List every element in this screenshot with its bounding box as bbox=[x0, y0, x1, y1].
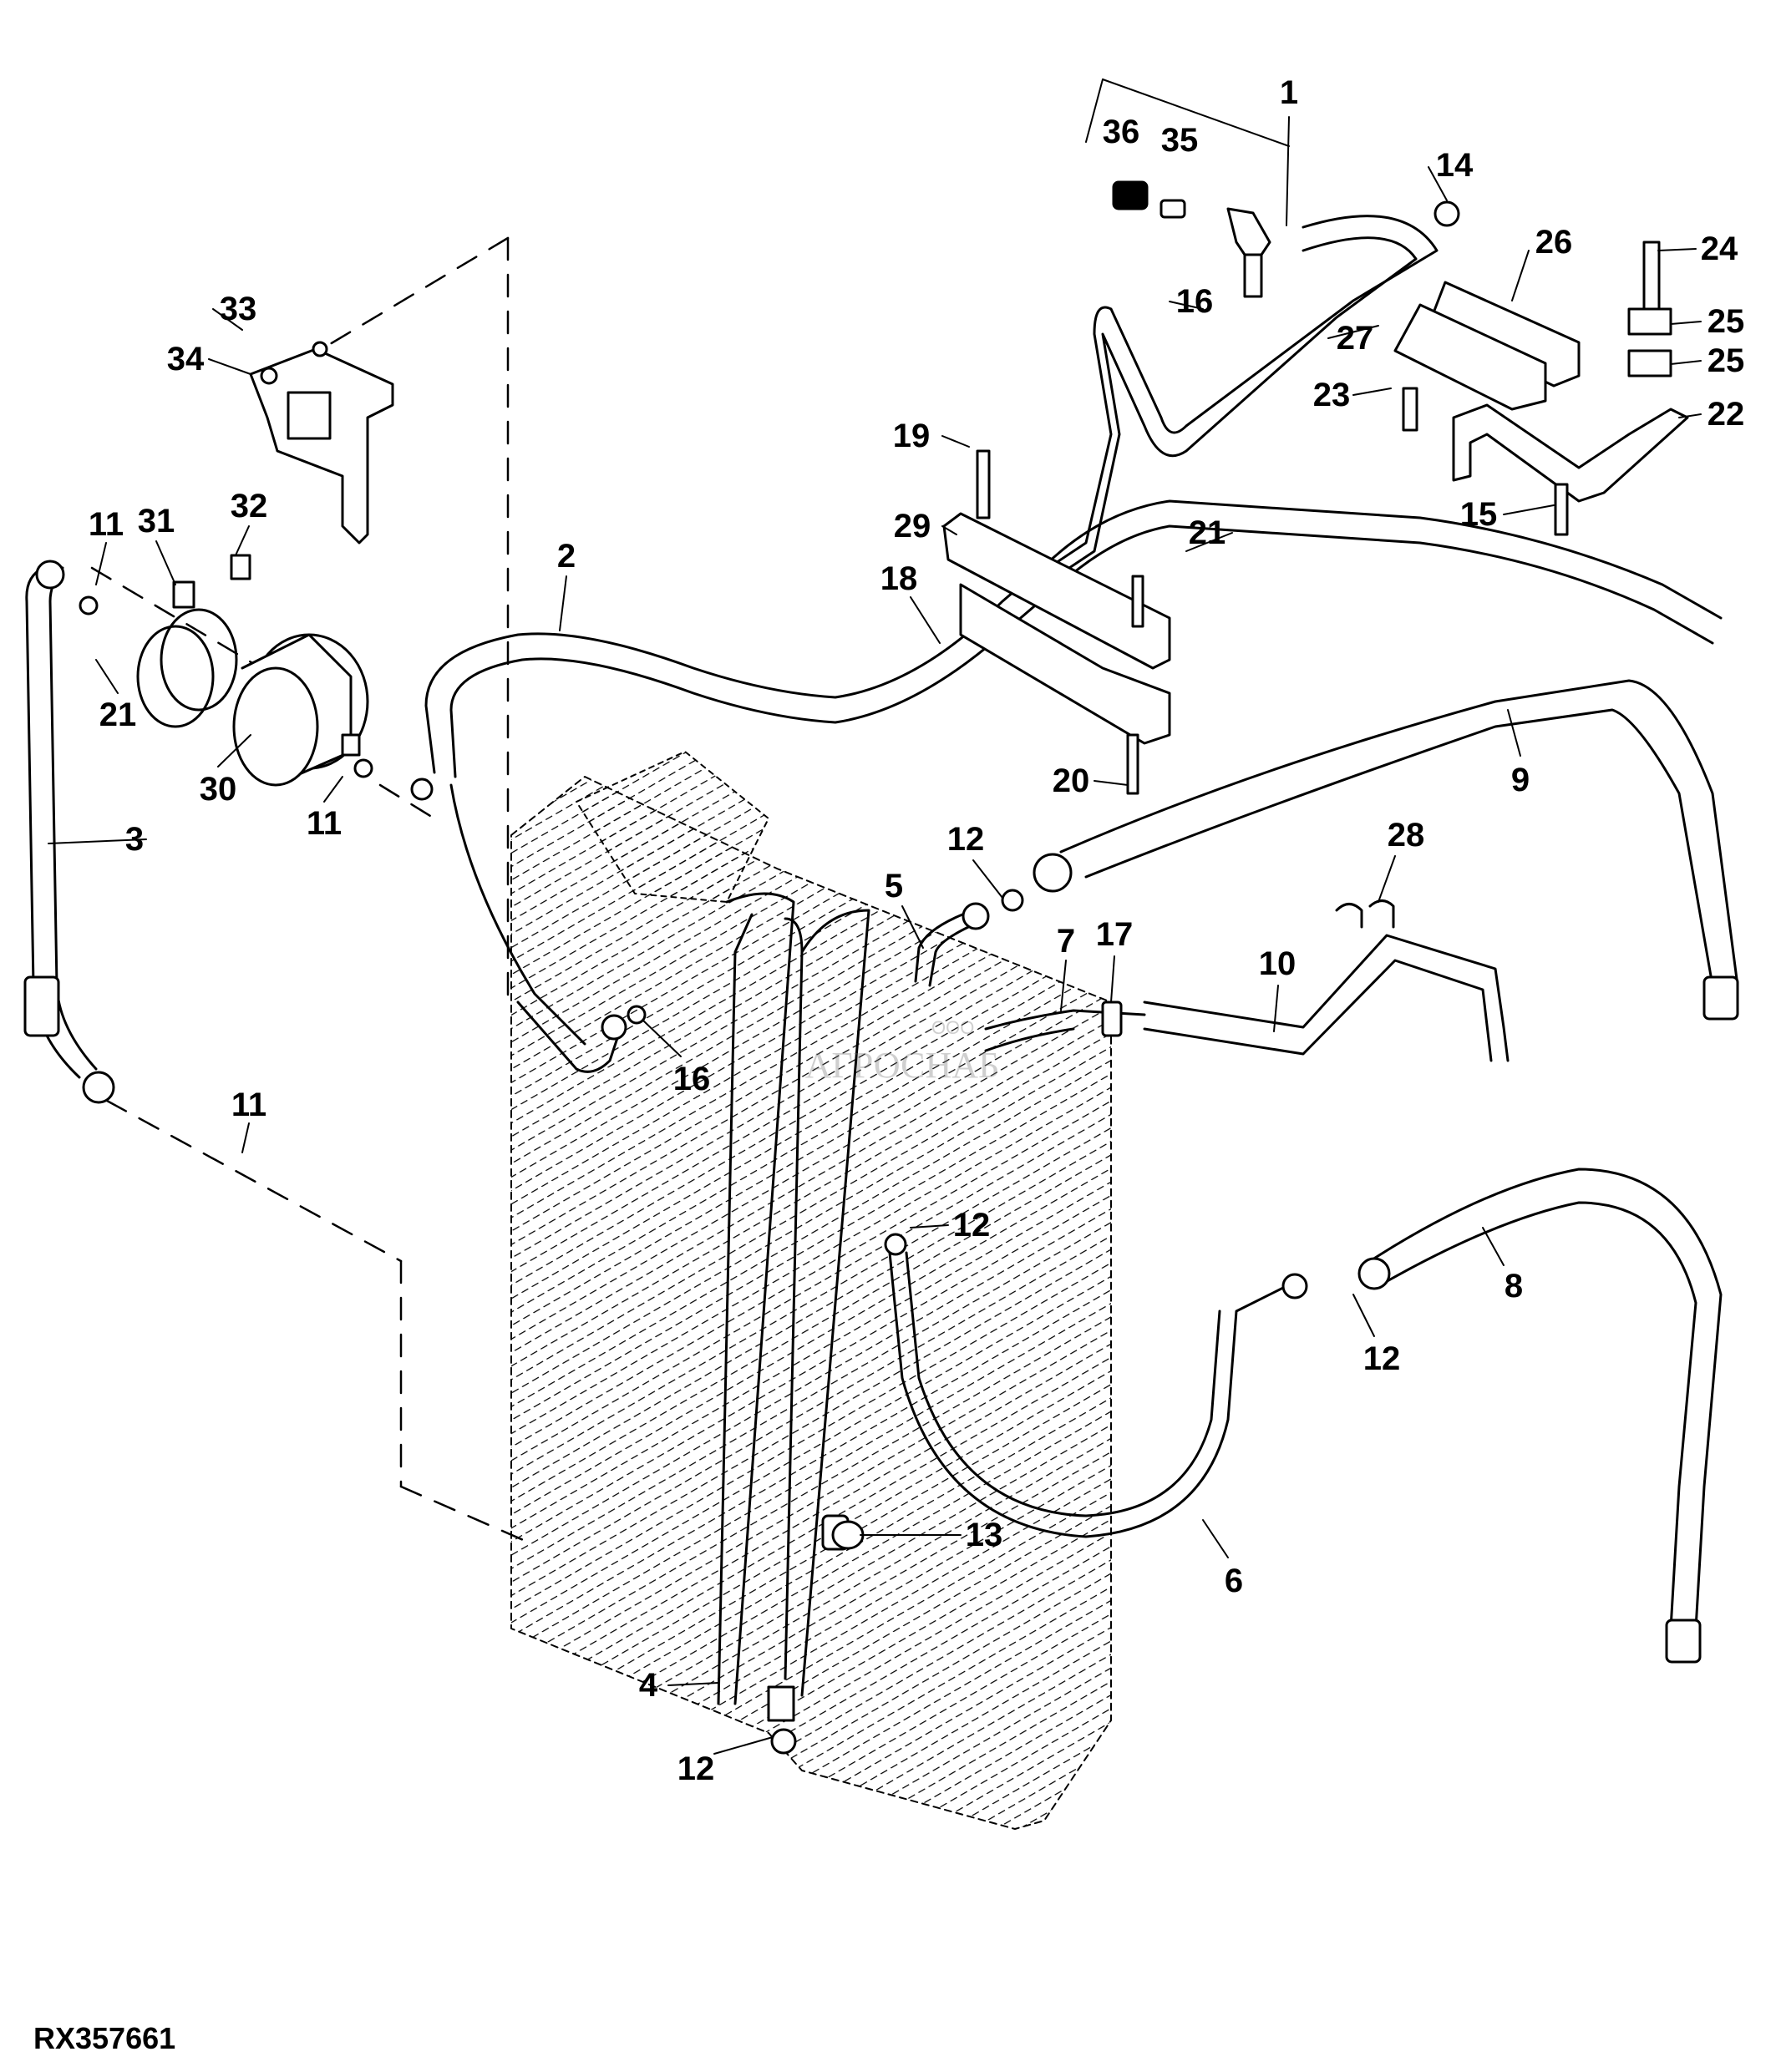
callout-3: 3 bbox=[124, 821, 145, 858]
callout-21: 21 bbox=[1188, 514, 1226, 551]
callout-25: 25 bbox=[1707, 342, 1745, 379]
callout-9: 9 bbox=[1510, 762, 1530, 798]
callout-25: 25 bbox=[1707, 303, 1745, 340]
callout-18: 18 bbox=[880, 560, 918, 597]
callout-30: 30 bbox=[199, 771, 237, 808]
bracket-34 bbox=[249, 341, 394, 545]
callout-22: 22 bbox=[1707, 396, 1745, 433]
callout-4: 4 bbox=[638, 1667, 658, 1704]
callout-36: 36 bbox=[1102, 114, 1140, 150]
hose-6 bbox=[884, 1233, 1308, 1538]
fitting-16 bbox=[449, 783, 647, 1073]
callout-12: 12 bbox=[952, 1207, 991, 1244]
hose-1 bbox=[1034, 180, 1439, 586]
callout-24: 24 bbox=[1700, 231, 1738, 267]
callout-11: 11 bbox=[88, 506, 124, 543]
callout-35: 35 bbox=[1160, 122, 1199, 159]
callout-12: 12 bbox=[946, 821, 985, 858]
radiator bbox=[510, 751, 1112, 1830]
callout-10: 10 bbox=[1258, 945, 1296, 982]
callout-16: 16 bbox=[672, 1061, 711, 1097]
callout-1: 1 bbox=[1279, 74, 1299, 111]
callout-26: 26 bbox=[1535, 224, 1573, 261]
receiver-drier-30 bbox=[79, 554, 373, 787]
callout-32: 32 bbox=[230, 488, 268, 524]
hose-9 bbox=[1033, 679, 1739, 1021]
hose-8 bbox=[1357, 1168, 1723, 1664]
callout-leaders bbox=[48, 79, 1702, 1755]
callout-34: 34 bbox=[166, 341, 205, 377]
callout-15: 15 bbox=[1459, 496, 1498, 533]
callout-6: 6 bbox=[1224, 1563, 1244, 1599]
sensor-13 bbox=[821, 1514, 865, 1551]
callout-33: 33 bbox=[219, 291, 257, 327]
callout-7: 7 bbox=[1056, 923, 1076, 960]
callout-14: 14 bbox=[1435, 147, 1474, 184]
callout-12: 12 bbox=[677, 1750, 715, 1787]
hose-5 bbox=[914, 889, 1024, 987]
hose-2 bbox=[410, 499, 1723, 801]
clamp-assembly bbox=[1393, 200, 1689, 536]
hose-3 bbox=[23, 560, 115, 1104]
callout-19: 19 bbox=[892, 418, 931, 454]
callout-28: 28 bbox=[1387, 817, 1425, 854]
callout-17: 17 bbox=[1095, 916, 1134, 953]
callout-23: 23 bbox=[1312, 377, 1351, 413]
figure-id-label: RX357661 bbox=[33, 2021, 176, 2055]
callout-11: 11 bbox=[231, 1087, 267, 1123]
callout-2: 2 bbox=[556, 538, 576, 575]
callout-31: 31 bbox=[137, 503, 175, 540]
callout-11: 11 bbox=[306, 805, 343, 842]
callout-27: 27 bbox=[1336, 320, 1374, 357]
callout-12: 12 bbox=[1362, 1340, 1401, 1377]
callout-20: 20 bbox=[1052, 762, 1090, 799]
hose-4 bbox=[717, 892, 870, 1755]
callout-5: 5 bbox=[884, 868, 904, 904]
hose-7-10 bbox=[984, 899, 1510, 1062]
callout-13: 13 bbox=[965, 1517, 1003, 1553]
callout-29: 29 bbox=[893, 508, 931, 545]
callout-16: 16 bbox=[1175, 283, 1214, 320]
callout-21: 21 bbox=[99, 697, 137, 733]
bracket-29 bbox=[942, 449, 1171, 795]
callout-8: 8 bbox=[1504, 1268, 1524, 1304]
assembly-dashed-lines bbox=[90, 236, 536, 1547]
